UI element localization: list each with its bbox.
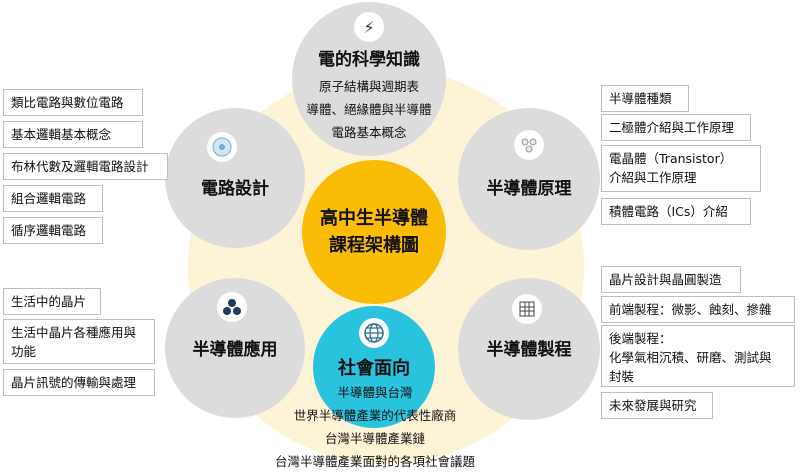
center-line-2: 課程架構圖 [329,235,419,256]
node-title: 半導體製程 [486,340,572,360]
center-title: 高中生半導體 課程架構圖 [302,160,446,304]
node-title: 電路設計 [201,179,269,199]
node-circuit-design: 電路設計 [165,108,305,248]
topic-item: 台灣半導體產業面對的各項社會議題 [274,454,475,469]
topic-box: 二極體介紹與工作原理 [601,114,751,141]
topic-box: 晶片訊號的傳輸與處理 [3,369,155,396]
topic-item: 電路基本概念 [331,125,407,140]
topic-item: 半導體與台灣 [337,385,413,400]
chip-icon [512,294,542,324]
topic-box: 積體電路（ICs）介紹 [601,198,751,225]
topic-box-apps: 生活中晶片各種應用與 功能 [3,319,155,364]
topic-box: 半導體種類 [601,85,689,112]
center-line-1: 高中生半導體 [320,208,428,229]
topic-line: 生活中晶片各種應用與 [11,325,137,340]
node-semiconductor-principle: 半導體原理 [458,108,600,250]
node-society: 社會面向 [313,306,435,428]
topic-box: 未來發展與研究 [601,392,713,419]
topic-box: 基本邏輯基本概念 [3,121,143,148]
topic-item: 原子結構與週期表 [318,79,419,94]
topic-line: 電晶體（Transistor） [609,151,733,166]
node-science: ⚡ 電的科學知識 [292,2,446,156]
topic-line: 化學氣相沉積、研磨、測試與 [609,350,772,365]
lightning-icon: ⚡ [354,12,384,42]
topic-box: 前端製程：微影、蝕刻、摻雜 [601,296,795,323]
topic-line: 功能 [11,344,37,359]
molecule-icon [514,130,544,160]
topic-box: 循序邏輯電路 [3,217,103,244]
cluster-icon [217,292,247,322]
node-title: 社會面向 [338,358,410,379]
topic-box: 布林代數及邏輯電路設計 [3,153,168,180]
node-title: 半導體應用 [192,340,278,360]
topic-box: 晶片設計與晶圓製造 [601,266,741,293]
node-title: 半導體原理 [486,179,572,199]
topic-box: 類比電路與數位電路 [3,89,143,116]
topic-item: 世界半導體產業的代表性廠商 [293,408,457,423]
topic-line: 後端製程： [609,331,672,346]
topic-box-backend: 後端製程： 化學氣相沉積、研磨、測試與 封裝 [601,325,795,387]
topic-item: 導體、絕緣體與半導體 [306,102,432,117]
node-semiconductor-process: 半導體製程 [458,278,600,420]
topic-box: 組合邏輯電路 [3,185,103,212]
circuit-icon [207,132,237,162]
node-title: 電的科學知識 [318,50,420,70]
topic-box: 生活中的晶片 [3,288,101,315]
globe-icon [359,318,389,348]
topic-item: 台灣半導體產業鏈 [324,431,425,446]
node-semiconductor-application: 半導體應用 [165,278,305,418]
topic-box-transistor: 電晶體（Transistor） 介紹與工作原理 [601,145,761,192]
topic-line: 封裝 [609,369,635,384]
topic-line: 介紹與工作原理 [609,170,697,185]
